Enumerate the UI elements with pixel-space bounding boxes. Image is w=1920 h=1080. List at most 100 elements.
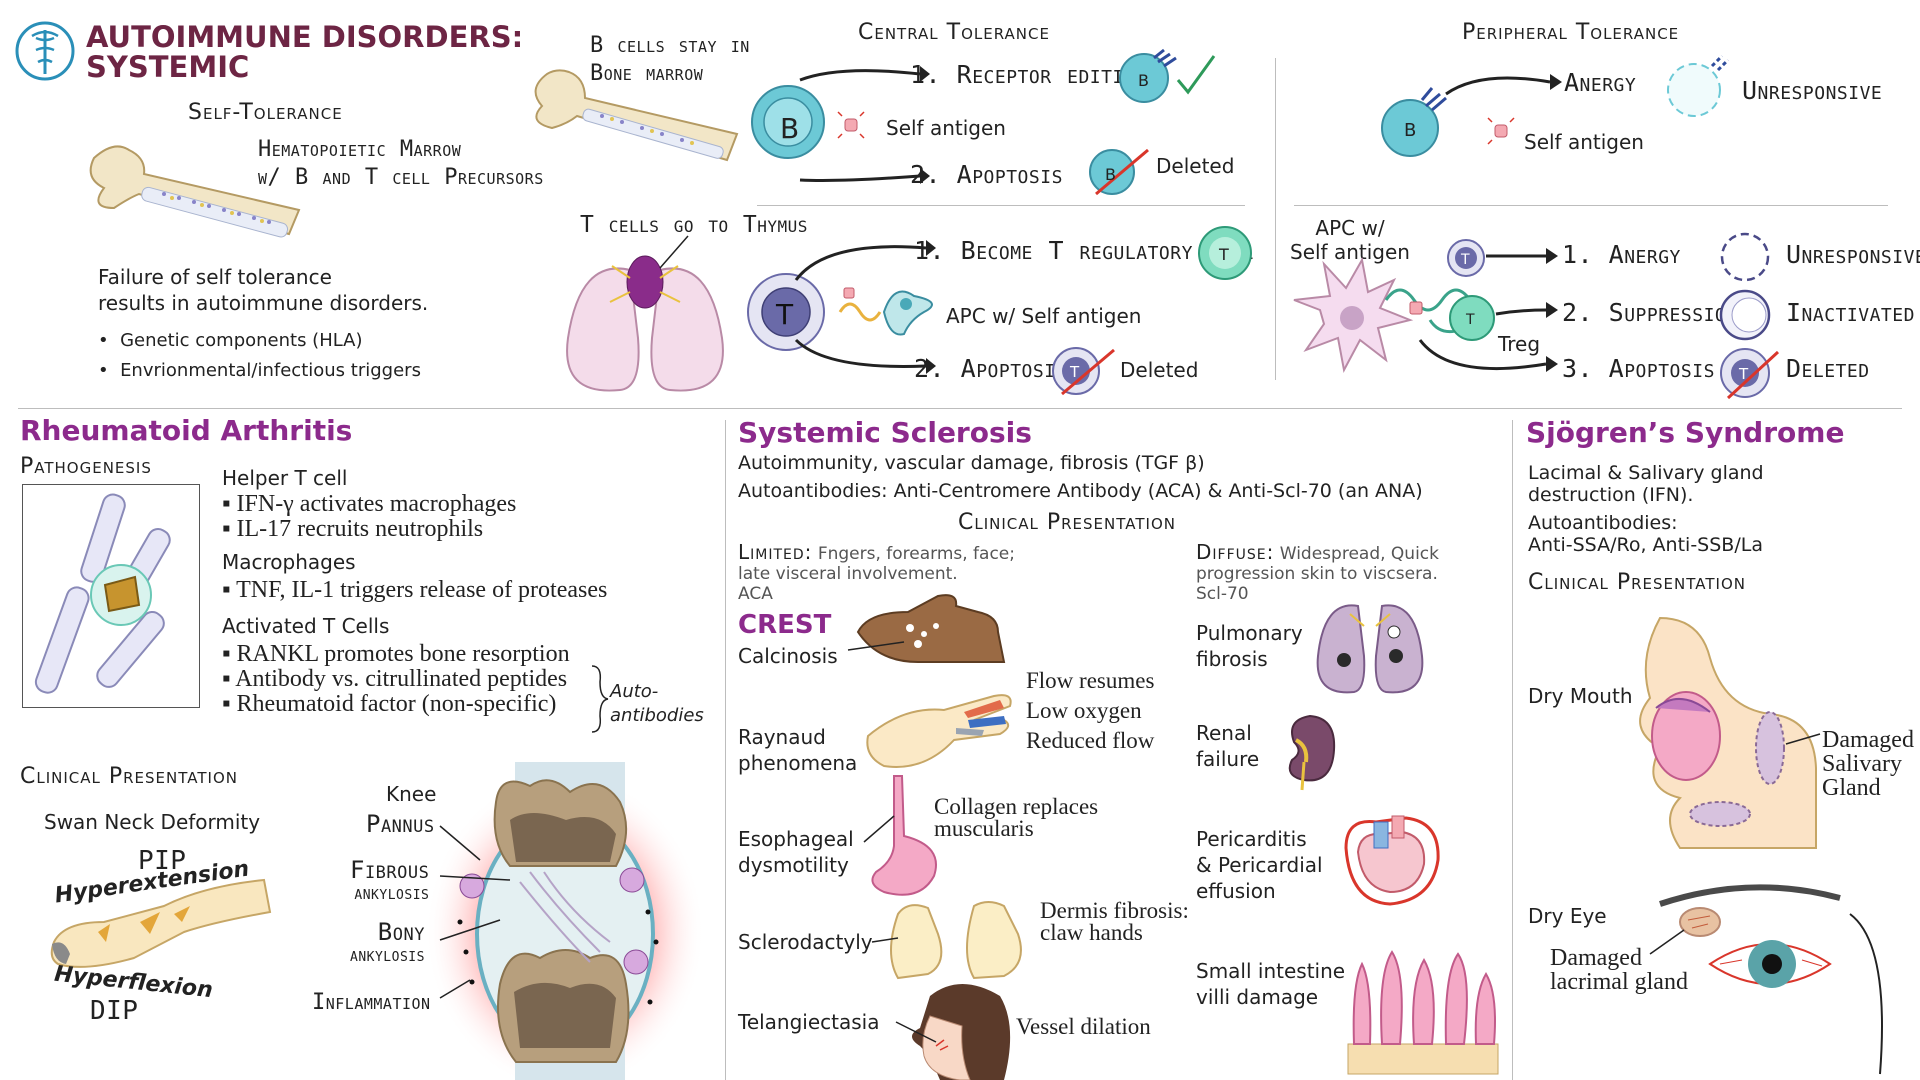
villi-illustration	[1347, 950, 1499, 1075]
small-intestine-line1: Small intestine	[1196, 959, 1346, 983]
collagen-line2: muscularis	[934, 816, 1034, 841]
b-cell-deleted-icon: B	[1089, 148, 1149, 196]
peripheral-tolerance-heading: Peripheral Tolerance	[1462, 20, 1680, 45]
failure-text: Failure of self tolerance results in aut…	[98, 264, 428, 316]
helper-item-ifn: ▪ IFN-γ activates macrophages	[222, 491, 517, 517]
svg-text:T: T	[1738, 365, 1749, 383]
sj-ab-line2: Anti-SSA/Ro, Anti-SSB/La	[1528, 534, 1763, 556]
activated-t-heading: Activated T Cells	[222, 614, 390, 638]
t-apoptosis-label: 2. Apoptosis	[914, 354, 1067, 383]
knee-joint-illustration	[425, 762, 705, 1080]
svg-text:T: T	[1218, 245, 1229, 264]
calcinosis-label: Calcinosis	[738, 644, 838, 668]
b-cell-central-label: B	[780, 112, 800, 145]
dry-mouth-label: Dry Mouth	[1528, 684, 1633, 708]
outcome-anergy-label: 1. Anergy	[1562, 240, 1681, 269]
t-deleted-label: Deleted	[1120, 358, 1199, 382]
renal-label: Renal failure	[1196, 720, 1259, 772]
fibrous-line2: ankylosis	[354, 883, 430, 904]
pericarditis-line2: & Pericardial	[1196, 853, 1323, 877]
helper-t-heading: Helper T cell	[222, 466, 348, 490]
damaged-salivary-line3: Gland	[1822, 775, 1881, 801]
page-title: AUTOIMMUNE DISORDERS: SYSTEMIC	[86, 22, 523, 82]
central-self-antigen-label: Self antigen	[886, 116, 1006, 140]
dry-eye-label: Dry Eye	[1528, 904, 1607, 928]
treg-label: Treg	[1498, 332, 1541, 356]
fibrotic-lungs-illustration	[1316, 604, 1424, 694]
activated-t-list: ▪ RANKL promotes bone resorption ▪ Antib…	[222, 642, 570, 717]
marrow-label-line2: w/ B and T cell Precursors	[258, 165, 544, 190]
apc-cell-icon	[838, 287, 933, 336]
receptor-editing-label: 1. Receptor editing	[910, 60, 1147, 89]
diffuse-ab: Scl-70	[1196, 584, 1249, 604]
esophageal-line1: Esophageal	[738, 827, 854, 851]
diffuse-block: Diffuse: Widespread, Quick progression s…	[1196, 542, 1439, 604]
small-bone-illustration	[534, 69, 739, 162]
autoantibodies-brace	[591, 665, 609, 733]
dip-label: DIP	[90, 996, 139, 1026]
horizontal-divider-main	[18, 408, 1902, 409]
bony-ankylosis-label: Bony ankylosis	[350, 920, 425, 968]
become-treg-label: 1. Become T regulatory cell	[914, 236, 1254, 265]
ra-hand-illustration	[22, 484, 200, 708]
diffuse-text: Widespread, Quick	[1279, 544, 1439, 564]
peripheral-self-antigen-label: Self antigen	[1524, 130, 1644, 154]
central-t-arrows	[794, 240, 936, 374]
claw-hands-illustration	[871, 901, 1022, 980]
sj-desc-line1: Lacimal & Salivary gland	[1528, 462, 1764, 484]
helper-item-il17: ▪ IL-17 recruits neutrophils	[222, 516, 484, 542]
vertical-divider-ra-ss	[725, 420, 726, 1080]
ra-pathogenesis-heading: Pathogenesis	[20, 454, 152, 479]
damaged-salivary-line1: Damaged	[1822, 727, 1914, 753]
unresponsive-b-icon	[1667, 54, 1730, 117]
sj-desc-line2: destruction (IFN).	[1528, 484, 1694, 506]
renal-line1: Renal	[1196, 721, 1252, 745]
failure-line1: Failure of self tolerance	[98, 265, 332, 289]
macrophages-list: ▪ TNF, IL-1 triggers release of protease…	[222, 578, 607, 603]
t-thymus-label: T cells go to Thymus	[580, 212, 808, 238]
b-stay-label: B cells stay in Bone marrow	[590, 32, 750, 88]
renal-line2: failure	[1196, 747, 1260, 771]
limited-block: Limited: Fngers, forearms, face; late vi…	[738, 542, 1015, 604]
inactivated-t-icon	[1719, 289, 1771, 341]
b-apoptosis-label: 2. Apoptosis	[910, 160, 1063, 189]
kidney-illustration	[1288, 714, 1336, 791]
low-oxygen-label: Low oxygen	[1026, 698, 1142, 723]
flow-resumes-label: Flow resumes	[1026, 668, 1155, 693]
collagen-line1: Collagen replaces	[934, 794, 1099, 819]
central-b-arrows	[799, 66, 930, 184]
peripheral-apc-illustration: T T	[1293, 239, 1558, 373]
fibrous-line1: Fibrous	[350, 856, 430, 884]
marrow-label: Hematopoietic Marrow w/ B and T cell Pre…	[258, 136, 544, 192]
esophageal-label: Esophageal dysmotility	[738, 826, 854, 878]
sj-autoantibodies: Autoantibodies: Anti-SSA/Ro, Anti-SSB/La	[1528, 512, 1763, 556]
small-intestine-label: Small intestine villi damage	[1196, 958, 1345, 1010]
autoantibodies-label: Auto- antibodies	[610, 680, 704, 728]
peripheral-self-antigen-icon	[1487, 117, 1515, 145]
dry-eye-illustration	[1649, 884, 1883, 1075]
svg-text:B: B	[1105, 165, 1116, 184]
activated-item-rankl: ▪ RANKL promotes bone resorption	[222, 641, 570, 667]
knee-leader-lines	[439, 825, 511, 999]
peripheral-unresponsive-label: Unresponsive	[1742, 76, 1883, 105]
macrophages-heading: Macrophages	[222, 550, 356, 574]
activated-item-rf: ▪ Rheumatoid factor (non-specific)	[222, 691, 557, 717]
ss-line1: Autoimmunity, vascular damage, fibrosis …	[738, 452, 1205, 474]
swan-neck-finger-illustration	[50, 878, 272, 968]
vertical-divider-ss-sj	[1512, 420, 1513, 1080]
result-deleted-label: Deleted	[1786, 354, 1870, 383]
raynaud-label: Raynaud phenomena	[738, 724, 857, 776]
apc-self-antigen-label: APC w/ Self antigen	[946, 304, 1142, 328]
limited-line2: late visceral involvement.	[738, 564, 958, 584]
peripheral-apc-label: APC w/ Self antigen	[1290, 216, 1410, 264]
svg-text:B: B	[1138, 71, 1149, 90]
svg-text:B: B	[1404, 120, 1416, 141]
collagen-label: Collagen replaces muscularis	[934, 794, 1099, 841]
damaged-salivary-line2: Salivary	[1822, 751, 1902, 777]
sj-desc: Lacimal & Salivary gland destruction (IF…	[1528, 462, 1764, 506]
ra-clinical-heading: Clinical Presentation	[20, 764, 238, 789]
self-tolerance-bullets: • Genetic components (HLA) • Envrionment…	[98, 326, 421, 386]
esophageal-line2: dysmotility	[738, 853, 849, 877]
b-deleted-label: Deleted	[1156, 154, 1235, 178]
b-cell-edited-icon: B	[1119, 48, 1216, 103]
